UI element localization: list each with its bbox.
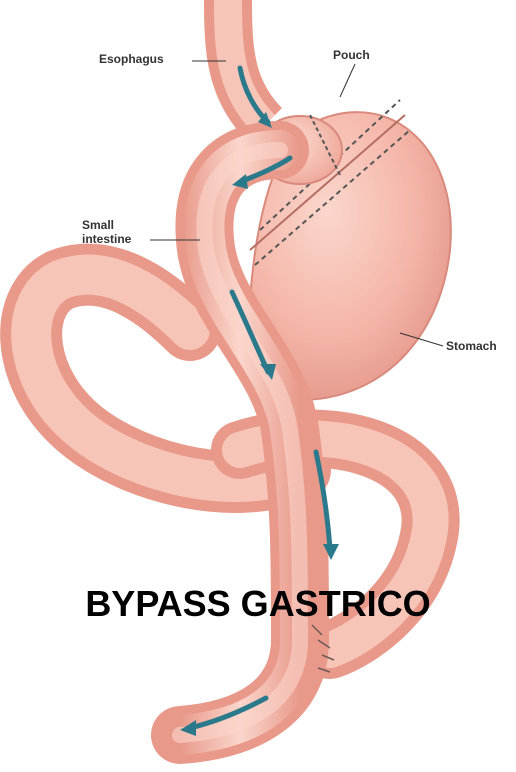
label-esophagus: Esophagus xyxy=(99,52,164,66)
label-stomach: Stomach xyxy=(446,339,497,353)
label-small-intestine: Small intestine xyxy=(82,218,131,246)
label-pouch: Pouch xyxy=(333,48,370,62)
caption-title: BYPASS GASTRICO xyxy=(0,580,516,628)
